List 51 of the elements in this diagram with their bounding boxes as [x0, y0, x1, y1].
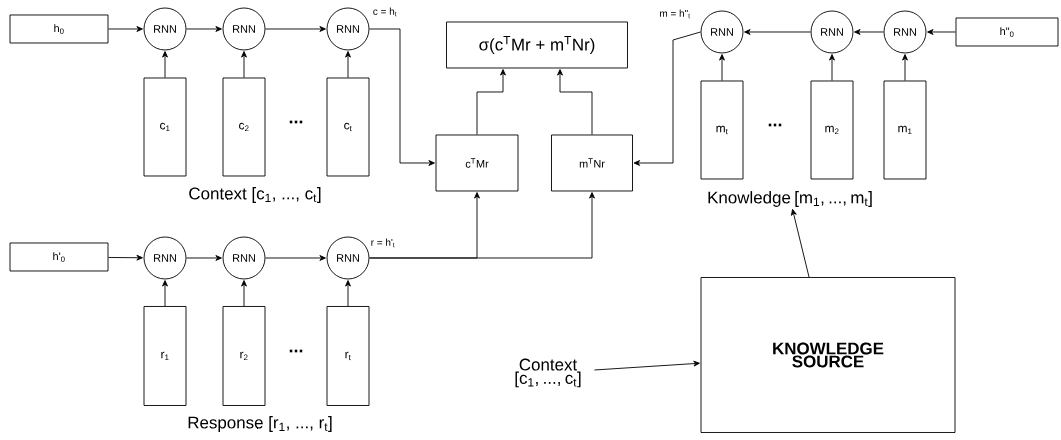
product-box: m$^{T}$Nr — [551, 134, 633, 192]
arrow — [162, 51, 168, 78]
arrow — [902, 54, 908, 81]
input-box: h'$_{0}$ — [9, 242, 109, 272]
arrow — [162, 280, 168, 307]
token-box: c$_{2}$ — [222, 77, 266, 177]
token-box: m$_{t}$ — [700, 80, 744, 180]
arrow — [854, 29, 884, 35]
arrow — [265, 255, 326, 261]
arrow — [241, 280, 247, 307]
arrow — [265, 26, 326, 32]
sequence-label: Response [r$_{1}$, ..., r$_{t}$] — [188, 416, 332, 432]
arrow — [186, 255, 222, 261]
arrow — [241, 51, 247, 78]
arrow — [186, 26, 222, 32]
arrow — [108, 26, 143, 32]
sequence-label: Knowledge [m$_{1}$, ..., m$_{t}$] — [708, 191, 872, 207]
edge-label: r = h'$_{t}$ — [369, 237, 397, 249]
arrow — [744, 29, 811, 35]
input-box: h$_{0}$ — [9, 14, 109, 44]
token-box: c$_{1}$ — [143, 77, 187, 177]
arrow — [927, 29, 956, 35]
score-box: σ(c$^{T}$Mr + m$^{T}$Nr) — [446, 21, 628, 69]
arrow — [829, 54, 835, 81]
arrow — [476, 69, 506, 135]
token-box: r$_{1}$ — [143, 306, 187, 406]
edge-label: m = h"$_{t}$ — [658, 8, 692, 20]
arrow — [791, 208, 810, 278]
arrow — [594, 360, 700, 371]
source-box: KNOWLEDGE SOURCE — [700, 277, 956, 433]
token-box: m$_{2}$ — [810, 80, 854, 180]
token-box: c$_{t}$ — [326, 77, 370, 177]
arrow — [345, 280, 351, 307]
arrow — [345, 51, 351, 78]
ellipsis: ... — [289, 349, 303, 353]
arrow — [633, 31, 701, 166]
token-box: m$_{1}$ — [883, 80, 927, 180]
arrow — [369, 28, 435, 166]
token-box: r$_{2}$ — [222, 306, 266, 406]
arrow — [369, 192, 595, 259]
edge-label: c = h$_{t}$ — [371, 6, 399, 18]
sequence-label: Context [c$_{1}$, ..., c$_{t}$] — [189, 187, 321, 203]
arrow — [108, 254, 143, 261]
arrow — [719, 54, 725, 81]
input-box: h"$_{0}$ — [955, 17, 1059, 47]
product-box: c$^{T}$Mr — [435, 134, 519, 192]
ellipsis: ... — [768, 123, 782, 127]
arrow — [557, 69, 593, 135]
input-label: Context [c$_{1}$, ..., c$_{t}$] — [515, 358, 581, 388]
token-box: r$_{t}$ — [326, 306, 370, 406]
ellipsis: ... — [289, 120, 303, 124]
